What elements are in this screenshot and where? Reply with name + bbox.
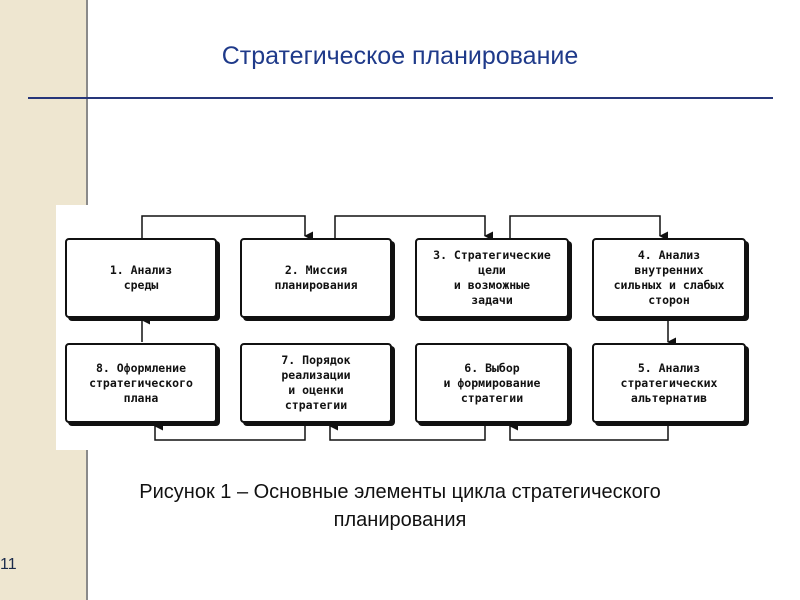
step-6-label: 6. Выбор и формирование стратегии [443,360,541,405]
caption-line-1: Рисунок 1 – Основные элементы цикла стра… [139,481,661,503]
title-underline [28,97,773,99]
step-5-box: 5. Анализ стратегических альтернатив [592,343,746,423]
arrow-2-to-3 [334,215,493,241]
arrow-5-to-6 [509,421,669,441]
page-number: 11 [0,556,17,573]
arrow-3-to-4 [509,215,668,241]
step-6-box: 6. Выбор и формирование стратегии [415,343,569,423]
step-8-box: 8. Оформление стратегического плана [65,343,217,423]
step-3-box: 3. Стратегические цели и возможные задач… [415,238,569,318]
step-7-label: 7. Порядок реализации и оценки стратегии [281,353,351,412]
step-1-label: 1. Анализ среды [109,263,173,292]
arrow-1-to-2 [141,215,313,241]
step-2-label: 2. Миссия планирования [274,263,358,292]
step-5-label: 5. Анализ стратегических альтернатив [620,360,718,405]
arrow-6-to-7 [329,421,486,441]
step-7-box: 7. Порядок реализации и оценки стратегии [240,343,392,423]
step-1-box: 1. Анализ среды [65,238,217,318]
step-3-label: 3. Стратегические цели и возможные задач… [433,248,551,307]
step-4-label: 4. Анализ внутренних сильных и слабых ст… [613,248,725,307]
step-2-box: 2. Миссия планирования [240,238,392,318]
step-4-box: 4. Анализ внутренних сильных и слабых ст… [592,238,746,318]
slide-title: Стратегическое планирование [221,42,579,70]
step-8-label: 8. Оформление стратегического плана [89,360,193,405]
caption-line-2: планирования [333,509,467,531]
figure-caption: Рисунок 1 – Основные элементы цикла стра… [40,478,760,534]
arrow-7-to-8 [154,421,306,441]
